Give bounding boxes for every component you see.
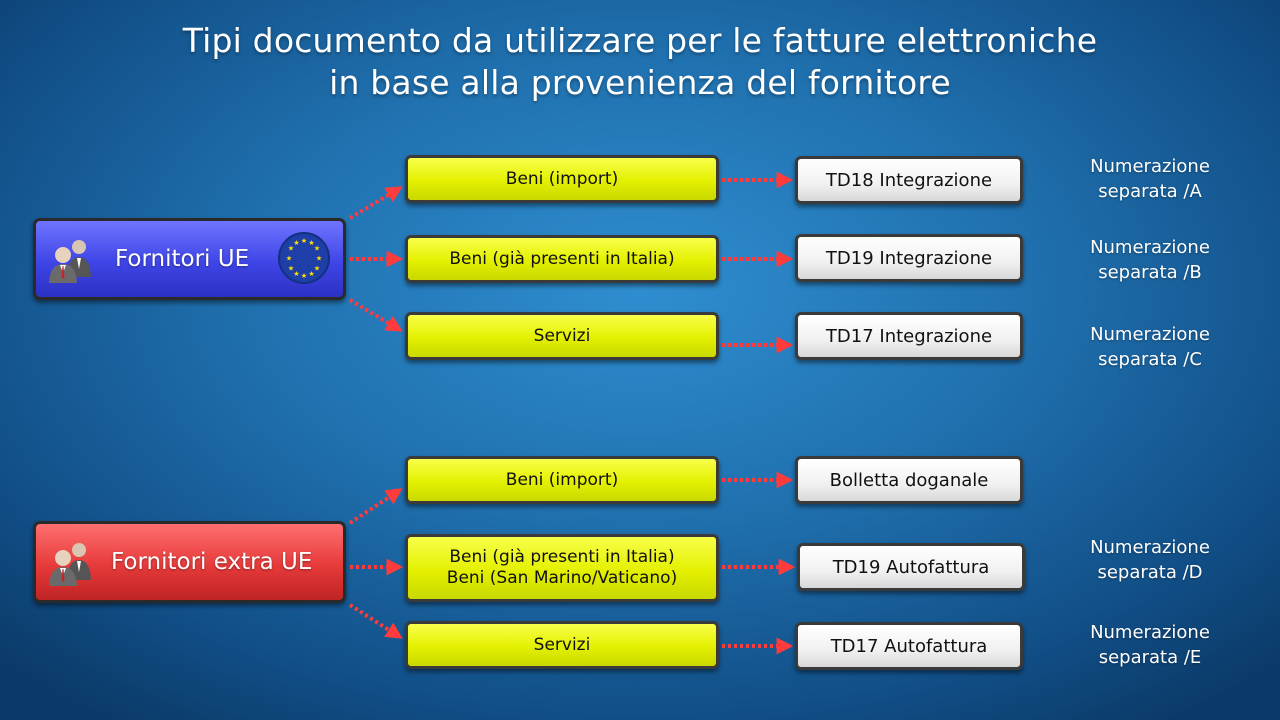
svg-text:★: ★: [288, 245, 294, 253]
arrow-extra-to-beni-import: [348, 488, 403, 525]
category-extra-servizi: Servizi: [405, 621, 719, 669]
document-td17-autofattura: TD17 Autofattura: [795, 622, 1023, 670]
svg-text:★: ★: [293, 270, 299, 278]
category-label-line-2: Beni (San Marino/Vaticano): [446, 568, 678, 588]
arrow-ue-to-beni-import: [348, 186, 403, 220]
document-td19-integrazione: TD19 Integrazione: [795, 234, 1023, 282]
document-label: TD19 Integrazione: [825, 247, 993, 269]
people-icon: [49, 240, 91, 283]
svg-text:★: ★: [286, 255, 292, 263]
svg-text:★: ★: [314, 245, 320, 253]
note-line-2: separata /B: [1098, 262, 1202, 283]
category-ue-beni-italia: Beni (già presenti in Italia): [405, 235, 719, 283]
source-label: Fornitori UE: [115, 246, 250, 272]
arrow-ue-to-servizi: [348, 298, 403, 332]
note-numerazione-a: Numerazione separata /A: [1050, 154, 1250, 204]
document-label: TD19 Autofattura: [832, 556, 990, 578]
category-label-line-1: Beni (già presenti in Italia): [449, 547, 675, 567]
note-line-1: Numerazione: [1090, 537, 1210, 558]
document-label: TD18 Integrazione: [825, 169, 993, 191]
source-label: Fornitori extra UE: [111, 549, 313, 575]
note-numerazione-d: Numerazione separata /D: [1050, 535, 1250, 585]
category-extra-beni-import: Beni (import): [405, 456, 719, 504]
title-line-2: in base alla provenienza del fornitore: [329, 63, 951, 102]
svg-text:★: ★: [293, 239, 299, 247]
document-td17-integrazione: TD17 Integrazione: [795, 312, 1023, 360]
category-label: Servizi: [533, 634, 591, 655]
svg-text:★: ★: [301, 237, 307, 245]
people-icon: [49, 543, 91, 586]
document-td18-integrazione: TD18 Integrazione: [795, 156, 1023, 204]
page-title: Tipi documento da utilizzare per le fatt…: [0, 20, 1280, 104]
svg-text:★: ★: [308, 270, 314, 278]
note-line-1: Numerazione: [1090, 156, 1210, 177]
note-line-2: separata /E: [1098, 647, 1202, 668]
category-ue-beni-import: Beni (import): [405, 155, 719, 203]
category-label: Beni (import): [505, 168, 619, 189]
category-ue-servizi: Servizi: [405, 312, 719, 360]
category-label: Beni (import): [505, 469, 619, 490]
note-numerazione-e: Numerazione separata /E: [1050, 620, 1250, 670]
svg-text:★: ★: [288, 265, 294, 273]
document-label: Bolletta doganale: [829, 469, 989, 491]
category-label: Servizi: [533, 325, 591, 346]
note-numerazione-c: Numerazione separata /C: [1050, 322, 1250, 372]
source-fornitori-ue: Fornitori UE ★ ★ ★ ★ ★ ★ ★ ★ ★ ★ ★ ★: [33, 218, 346, 300]
svg-text:★: ★: [314, 265, 320, 273]
svg-text:★: ★: [308, 239, 314, 247]
arrow-extra-to-servizi: [348, 603, 403, 639]
note-line-2: separata /D: [1097, 562, 1203, 583]
note-line-1: Numerazione: [1090, 622, 1210, 643]
note-line-1: Numerazione: [1090, 237, 1210, 258]
document-label: TD17 Integrazione: [825, 325, 993, 347]
eu-flag-icon: ★ ★ ★ ★ ★ ★ ★ ★ ★ ★ ★ ★: [278, 232, 330, 284]
category-extra-beni-italia: Beni (già presenti in Italia) Beni (San …: [405, 534, 719, 602]
note-line-1: Numerazione: [1090, 324, 1210, 345]
note-numerazione-b: Numerazione separata /B: [1050, 235, 1250, 285]
category-label: Beni (già presenti in Italia): [449, 248, 675, 269]
note-line-2: separata /A: [1098, 181, 1202, 202]
note-line-2: separata /C: [1098, 349, 1202, 370]
source-fornitori-extra-ue: Fornitori extra UE: [33, 521, 346, 603]
svg-text:★: ★: [316, 255, 322, 263]
document-td19-autofattura: TD19 Autofattura: [797, 543, 1025, 591]
svg-text:★: ★: [301, 272, 307, 280]
title-line-1: Tipi documento da utilizzare per le fatt…: [182, 21, 1098, 60]
document-label: TD17 Autofattura: [830, 635, 988, 657]
document-bolletta-doganale: Bolletta doganale: [795, 456, 1023, 504]
